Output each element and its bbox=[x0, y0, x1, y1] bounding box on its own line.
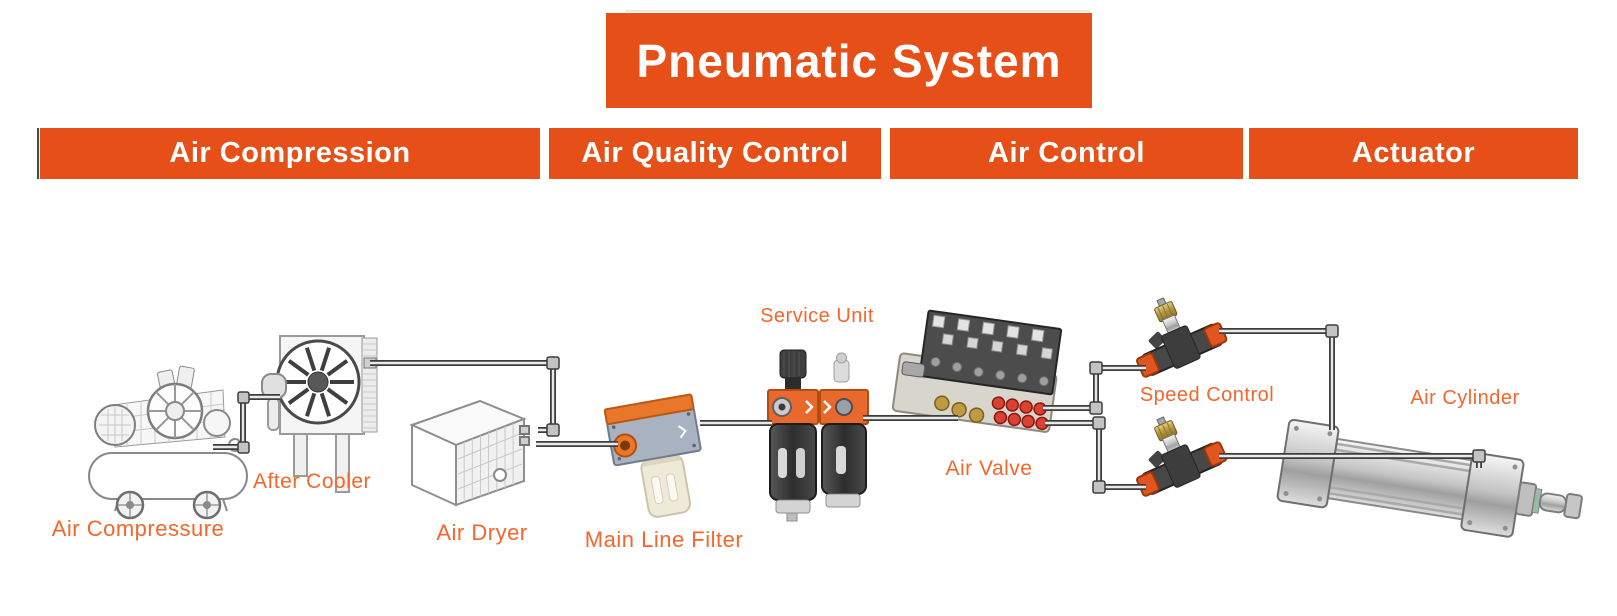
air-dryer-illustration bbox=[409, 399, 530, 507]
after-cooler-illustration bbox=[261, 335, 378, 493]
air-cylinder-illustration bbox=[1276, 418, 1583, 538]
label-air-compressor: Air Compressure bbox=[51, 516, 225, 541]
slide-edge-line bbox=[625, 10, 1090, 12]
service-unit-illustration bbox=[767, 349, 869, 522]
header-section-actuator: Actuator bbox=[1249, 128, 1578, 179]
label-air-dryer: Air Dryer bbox=[436, 520, 528, 545]
air-compressor-illustration bbox=[88, 365, 248, 520]
label-main-line-filter: Main Line Filter bbox=[584, 527, 744, 552]
air-valve-illustration bbox=[891, 309, 1063, 433]
header-section-air-compression: Air Compression bbox=[40, 128, 540, 179]
header-section-air-quality-control: Air Quality Control bbox=[549, 128, 881, 179]
pipe-elbow-fittings bbox=[237, 324, 1486, 494]
label-air-valve: Air Valve bbox=[945, 457, 1033, 480]
page-title: Pneumatic System bbox=[636, 34, 1062, 87]
pipe-network bbox=[213, 324, 1486, 494]
label-service-unit: Service Unit bbox=[760, 305, 874, 327]
header-section-air-control: Air Control bbox=[890, 128, 1243, 179]
header-bar-left-border bbox=[37, 128, 39, 179]
label-speed-control: Speed Control bbox=[1139, 384, 1275, 406]
main-line-filter-illustration bbox=[603, 393, 702, 518]
title-banner: Pneumatic System bbox=[606, 13, 1092, 108]
label-air-cylinder: Air Cylinder bbox=[1410, 387, 1520, 409]
label-after-cooler: After Cooler bbox=[252, 470, 372, 493]
